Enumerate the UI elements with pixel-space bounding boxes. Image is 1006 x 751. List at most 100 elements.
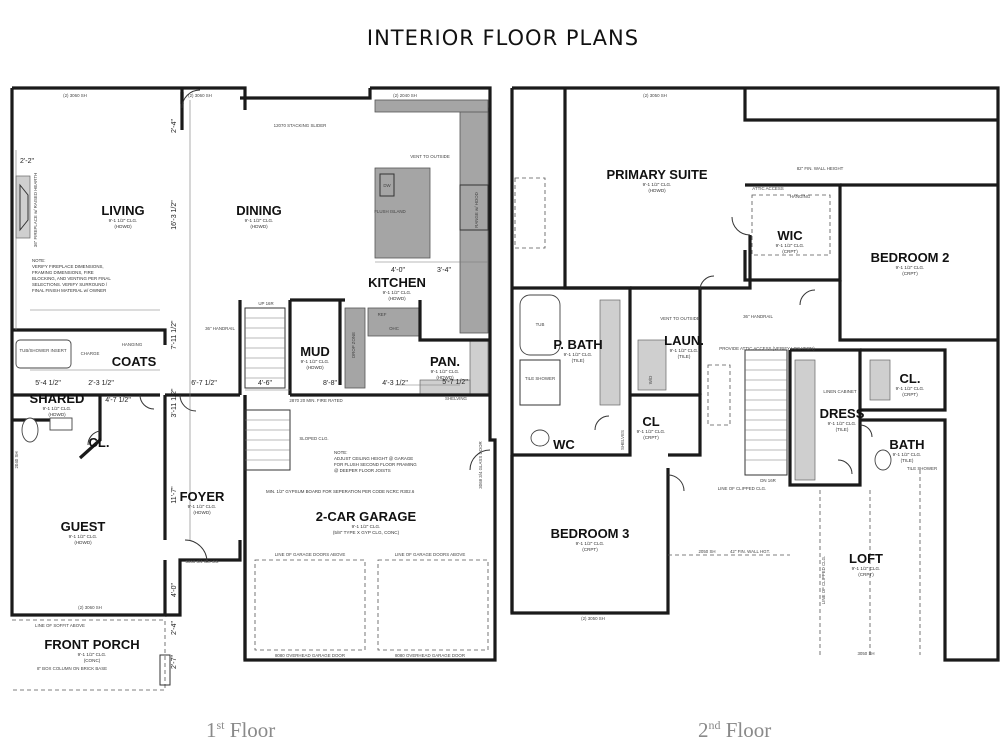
svg-text:@ DEEPER FLOOR JOISTS: @ DEEPER FLOOR JOISTS	[334, 468, 391, 473]
wall-second-outer	[510, 86, 1000, 662]
wall-north-dining	[245, 88, 372, 100]
label-soffit: LINE OF SOFFIT ABOVE	[35, 623, 85, 628]
label-window-1: (2) 3060 SH	[63, 93, 87, 98]
room-closet-2: CL.	[900, 371, 921, 386]
wall-bath-block	[12, 328, 167, 460]
label-range: RANGE w/ HOOD	[474, 192, 479, 228]
label-garage-door-left: LINE OF GARAGE DOORS ABOVE	[275, 552, 346, 557]
first-floor-stairs	[244, 307, 291, 471]
room-primary-suite: PRIMARY SUITE	[606, 167, 707, 182]
room-mud: MUD	[300, 344, 330, 359]
room-bath-2-sub: (TILE)	[901, 458, 914, 463]
label-tub: TUB	[536, 322, 545, 327]
room-foyer-sub: (HDWD)	[193, 510, 211, 515]
room-dress: DRESS	[820, 406, 865, 421]
label-drop-zone: DROP ZONE	[351, 332, 356, 358]
second-floor-plan	[510, 86, 1000, 662]
door-swings-2	[594, 216, 873, 492]
second-floor-stairs	[707, 349, 788, 476]
wall-laundry	[630, 286, 702, 395]
label-handrail-2: 36" HANDRAIL	[743, 314, 773, 319]
svg-text:BLOCKING, AND VENTING PER FINA: BLOCKING, AND VENTING PER FINAL	[32, 276, 111, 281]
caption-first-sup: st	[216, 718, 225, 732]
room-dress-spec: 9'-1 1/2" CLG.	[828, 421, 857, 426]
label-wall-height: 82" FIN. WALL HEIGHT	[797, 166, 844, 171]
label-fireplace: 36" FIREPLACE w/ RAISED HEARTH	[33, 173, 38, 247]
fireplace-note: NOTE: VERIFY FIREPLACE DIMENSIONS, FRAMI…	[32, 258, 111, 293]
dim-7: 2'-3 1/2"	[88, 380, 114, 387]
fireplace-box	[19, 183, 29, 232]
label-overhead-door-2: 8080 OVERHEAD GARAGE DOOR	[395, 653, 465, 658]
pbath-vanity	[599, 299, 621, 406]
room-living-spec: 9'-1 1/2" CLG.	[109, 218, 138, 223]
room-porch-spec: 9'-1 1/2" CLG.	[78, 652, 107, 657]
room-wic-sub: (CRPT)	[782, 249, 798, 254]
room-closet-3: CL	[642, 414, 659, 429]
caption-first-number: 1	[206, 718, 217, 742]
room-laundry-sub: (TILE)	[678, 354, 691, 359]
room-shared: SHARED	[30, 391, 85, 406]
toilet-fixture	[21, 417, 39, 443]
label-ohc: OHC	[389, 326, 399, 331]
room-closet-3-spec: 9'-1 1/2" CLG.	[637, 429, 666, 434]
dim-19: 7'-11 1/2"	[171, 320, 178, 350]
room-loft-spec: 9'-1 1/2" CLG.	[852, 566, 881, 571]
dim-9: 6'-7 1/2"	[191, 380, 217, 387]
room-guest-spec: 9'-1 1/2" CLG.	[69, 534, 98, 539]
svg-text:SELECTIONS. VERIFY SURROUND /: SELECTIONS. VERIFY SURROUND /	[32, 282, 108, 287]
label-shelving: SHELVING	[445, 396, 467, 401]
dress-cabinet	[794, 359, 816, 481]
room-laundry-spec: 9'-1 1/2" CLG.	[670, 348, 699, 353]
dim-11: 4'-6"	[258, 380, 272, 387]
wall-garage-north	[288, 300, 490, 397]
label-charge: CHARGE	[81, 351, 100, 356]
room-shared-sub: (HDWD)	[48, 412, 66, 417]
wc-toilet	[530, 429, 550, 447]
room-coats: COATS	[112, 354, 157, 369]
dim-5: 3'-4"	[437, 267, 451, 274]
label-garage-door-right: LINE OF GARAGE DOORS ABOVE	[395, 552, 466, 557]
svg-text:VERIFY FIREPLACE DIMENSIONS,: VERIFY FIREPLACE DIMENSIONS,	[32, 264, 104, 269]
label-dw: DW	[383, 183, 391, 188]
label-hanging: HANGING	[122, 342, 143, 347]
attic-dash-box	[514, 177, 546, 249]
room-dining-sub: (HDWD)	[250, 224, 268, 229]
room-pantry-sub: (HDWD)	[436, 375, 454, 380]
dim-17: 2'-4"	[171, 621, 178, 635]
label-handrail: 36" HANDRAIL	[205, 326, 235, 331]
room-p-bath-spec: 9'-1 1/2" CLG.	[564, 352, 593, 357]
room-front-porch: FRONT PORCH	[44, 637, 139, 652]
svg-text:NOTE:: NOTE:	[32, 258, 45, 263]
room-shared-spec: 9'-1 1/2" CLG.	[43, 406, 72, 411]
kitchen-counter-east	[459, 107, 489, 334]
caption-first-floor: 1st Floor	[206, 718, 275, 743]
caption-second-sup: nd	[708, 718, 721, 732]
room-foyer-spec: 9'-1 1/2" CLG.	[188, 504, 217, 509]
mud-drop-zone	[344, 307, 366, 389]
vanity-fixture	[49, 417, 73, 431]
dishwasher	[379, 173, 395, 197]
label-vent: VENT TO OUTSIDE	[410, 154, 450, 159]
room-kitchen: KITCHEN	[368, 275, 426, 290]
wall-pbath-laun	[512, 286, 702, 457]
room-wic-spec: 9'-1 1/2" CLG.	[776, 243, 805, 248]
dim-3: 2'-2"	[20, 158, 34, 165]
svg-text:ADJUST CEILING HEIGHT @ GARAGE: ADJUST CEILING HEIGHT @ GARAGE	[334, 456, 413, 461]
wic-hanging-outline	[751, 194, 831, 256]
caption-second-text: Floor	[720, 718, 772, 742]
room-guest-sub: (HDWD)	[74, 540, 92, 545]
dim-18: 2'-7"	[171, 655, 178, 669]
label-vent-2: VENT TO OUTSIDE	[660, 316, 700, 321]
room-mud-spec: 9'-1 1/2" CLG.	[301, 359, 330, 364]
dim-15: 11'-7"	[171, 486, 178, 504]
room-laundry: LAUN.	[664, 333, 704, 348]
wall-dress	[788, 348, 862, 487]
label-fire-door: 2870 20 MIN. FIRE RATED	[289, 398, 342, 403]
room-living-sub: (HDWD)	[114, 224, 132, 229]
wall-mud-pantry	[290, 298, 490, 385]
room-primary-sub: (HDWD)	[648, 188, 666, 193]
room-bedroom-3: BEDROOM 3	[551, 526, 630, 541]
label-linen: LINEN CABINET	[823, 389, 856, 394]
label-column: 8" BOX COLUMN ON BRICK BASE	[37, 666, 107, 671]
room-kitchen-sub: (HDWD)	[388, 296, 406, 301]
